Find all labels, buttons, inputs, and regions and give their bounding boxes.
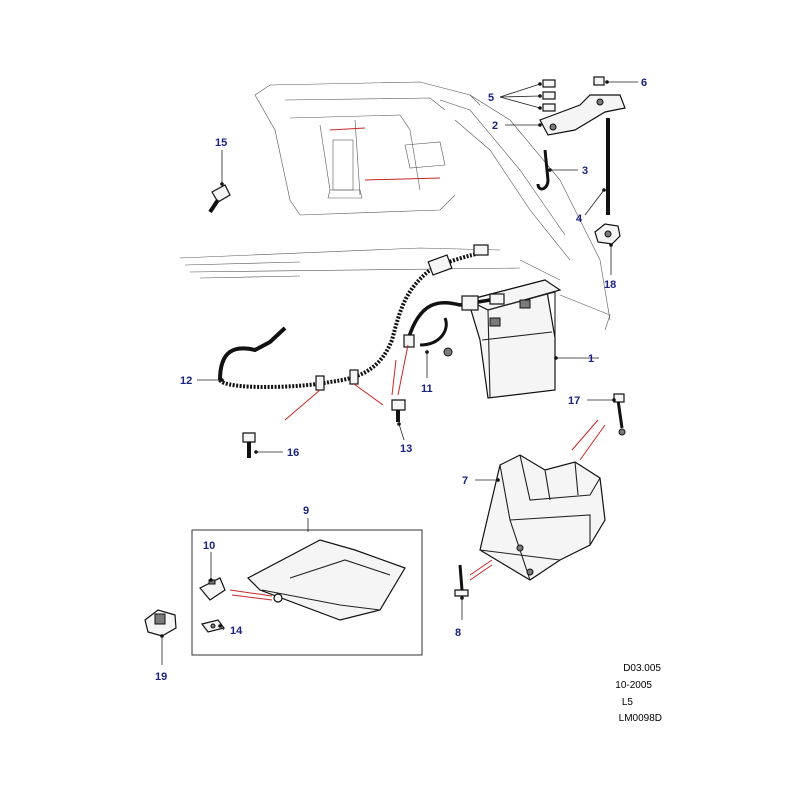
cover-kit-box: [191, 529, 423, 656]
callout-11: 11: [421, 383, 433, 395]
callout-16: 16: [287, 447, 299, 459]
callout-labels: 1 2 3 4 5 6 7 8 9 10 11 12 13 14 15 16 1…: [155, 77, 647, 683]
battery-cables: [218, 244, 505, 391]
tray-bolt: [454, 564, 469, 597]
callout-2: 2: [492, 120, 498, 132]
clamp-hardware: [536, 76, 626, 245]
callout-9: 9: [303, 505, 309, 517]
clip: [144, 609, 177, 637]
reference-block: D03.005 10-2005 L5 LM0098D: [615, 663, 662, 724]
drawing-number: LM0098D: [619, 713, 662, 724]
reference-date: 10-2005: [615, 680, 652, 691]
callout-19: 19: [155, 671, 167, 683]
callout-1: 1: [588, 353, 594, 365]
callout-leaders: [160, 80, 638, 665]
callout-6: 6: [641, 77, 647, 89]
callout-7: 7: [462, 475, 468, 487]
callout-15: 15: [215, 137, 227, 149]
callout-18: 18: [604, 279, 616, 291]
engine-bay-outline: [179, 81, 611, 331]
callout-13: 13: [400, 443, 412, 455]
callout-14: 14: [230, 625, 243, 637]
callout-17: 17: [568, 395, 580, 407]
callout-8: 8: [455, 627, 461, 639]
fasteners: [208, 184, 626, 458]
callout-10: 10: [203, 540, 215, 552]
callout-12: 12: [180, 375, 192, 387]
reference-code: D03.005: [623, 663, 661, 674]
battery: [466, 279, 562, 399]
callout-5: 5: [488, 92, 494, 104]
battery-tray: [479, 454, 606, 581]
reference-model: L5: [622, 697, 634, 708]
callout-3: 3: [582, 165, 588, 177]
red-leader-lines: [229, 344, 606, 601]
callout-4: 4: [576, 213, 583, 225]
